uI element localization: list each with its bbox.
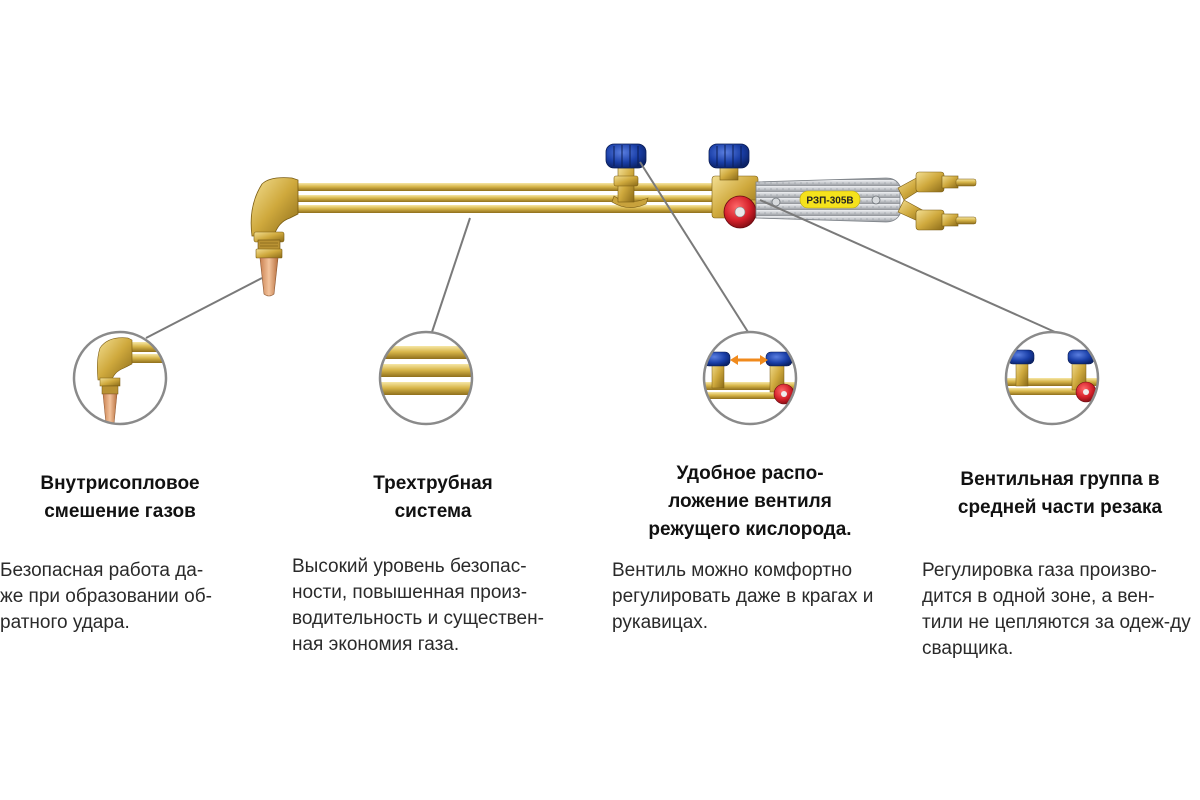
zoom-circle-valve-group bbox=[1004, 330, 1100, 426]
feature-description-valve-group: Регулировка газа произво- дится в одной … bbox=[922, 560, 1191, 659]
hose-connectors bbox=[897, 171, 977, 231]
callout-line-valve-group bbox=[759, 199, 1056, 333]
zoom-circle-valve-spacing bbox=[702, 330, 798, 426]
blue-knob-oxygen bbox=[708, 143, 750, 169]
feature-title-valve-placement: Удобное распо- ложение вентиля режущего … bbox=[648, 463, 852, 540]
model-label-badge bbox=[799, 190, 861, 209]
model-label: РЗП-305В bbox=[806, 196, 853, 207]
feature-title-valve-group: Вентильная группа в средней части резака bbox=[957, 469, 1163, 518]
double-arrow-icon bbox=[730, 355, 768, 365]
feature-description-three-tube: Высокий уровень безопас- ности, повышенн… bbox=[292, 556, 544, 655]
cutting-torch: РЗП-305В bbox=[250, 143, 977, 297]
feature-description-valve-placement: Вентиль можно комфортно регулировать даж… bbox=[612, 560, 874, 633]
blue-knob-cutting-oxygen bbox=[605, 143, 647, 169]
tube-middle bbox=[292, 195, 722, 202]
valve-stem-cutting-oxygen bbox=[613, 167, 639, 203]
tube-lower bbox=[292, 205, 722, 213]
callout-line-tubes bbox=[431, 217, 471, 333]
zoom-circle-head bbox=[72, 330, 168, 426]
torch-head bbox=[250, 177, 299, 259]
torch-handle: РЗП-305В bbox=[755, 177, 901, 223]
red-valve-fuel bbox=[723, 195, 757, 229]
callout-line-valve bbox=[639, 161, 749, 333]
feature-title-nozzle-mixing: Внутрисопловое смешение газов bbox=[40, 473, 200, 522]
feature-title-three-tube: Трехтрубная система bbox=[373, 473, 493, 522]
copper-nozzle bbox=[259, 257, 279, 297]
callout-lines bbox=[145, 161, 1056, 339]
zoom-circle-tubes bbox=[378, 330, 474, 426]
callout-line-head bbox=[145, 277, 263, 339]
feature-description-nozzle-mixing: Безопасная работа да- же при образовании… bbox=[0, 560, 212, 633]
